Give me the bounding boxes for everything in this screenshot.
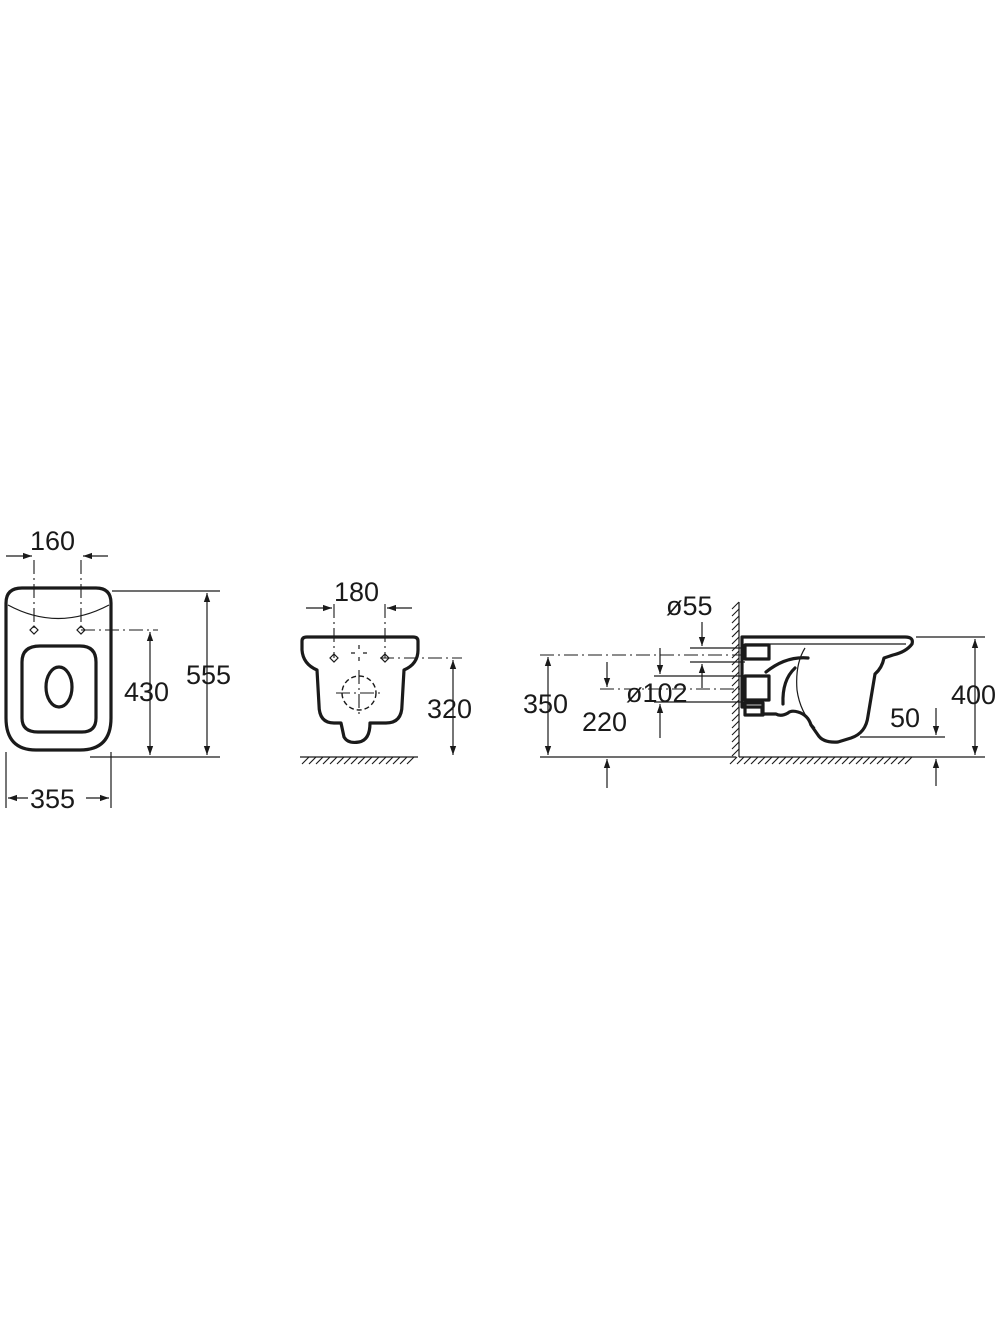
dim-430-label: 430 bbox=[124, 677, 169, 707]
hatch-mark bbox=[729, 756, 738, 765]
hatch-mark bbox=[799, 756, 808, 765]
hatch-mark bbox=[364, 756, 373, 765]
hatch-mark bbox=[731, 608, 740, 617]
hatch-mark bbox=[322, 756, 331, 765]
side-view-mount-block bbox=[743, 701, 765, 717]
hatch-mark bbox=[731, 741, 740, 750]
hatch-mark bbox=[301, 756, 310, 765]
hatch-mark bbox=[731, 664, 740, 673]
hatch-mark bbox=[806, 756, 815, 765]
hatch-mark bbox=[736, 756, 745, 765]
hatch-mark bbox=[750, 756, 759, 765]
top-view-hinge-hole-left bbox=[29, 625, 39, 635]
hatch-mark bbox=[855, 756, 864, 765]
hatch-mark bbox=[731, 629, 740, 638]
side-view-bowl-outline bbox=[740, 635, 914, 744]
side-view-floor-hatch bbox=[729, 756, 913, 765]
hatch-mark bbox=[336, 756, 345, 765]
hatch-mark bbox=[785, 756, 794, 765]
side-view-wall-hatch bbox=[731, 601, 740, 757]
hatch-mark bbox=[731, 713, 740, 722]
hatch-mark bbox=[343, 756, 352, 765]
hatch-mark bbox=[406, 756, 415, 765]
hatch-mark bbox=[890, 756, 899, 765]
hatch-mark bbox=[371, 756, 380, 765]
hatch-mark bbox=[862, 756, 871, 765]
side-view-trap-curve bbox=[764, 656, 810, 706]
hatch-mark bbox=[731, 699, 740, 708]
hatch-mark bbox=[731, 706, 740, 715]
top-view: 160 555 430 355 bbox=[4, 526, 231, 814]
top-view-bowl-hole bbox=[44, 665, 74, 709]
hatch-mark bbox=[897, 756, 906, 765]
hatch-mark bbox=[350, 756, 359, 765]
hatch-mark bbox=[778, 756, 787, 765]
hatch-mark bbox=[764, 756, 773, 765]
hatch-mark bbox=[731, 734, 740, 743]
dim-220-label: 220 bbox=[582, 707, 627, 737]
hatch-mark bbox=[731, 720, 740, 729]
hatch-mark bbox=[731, 636, 740, 645]
hatch-mark bbox=[883, 756, 892, 765]
hatch-mark bbox=[731, 685, 740, 694]
hatch-mark bbox=[315, 756, 324, 765]
hatch-mark bbox=[792, 756, 801, 765]
front-view-inlet bbox=[351, 645, 367, 661]
hatch-mark bbox=[731, 748, 740, 757]
hatch-mark bbox=[743, 756, 752, 765]
top-view-seat-opening bbox=[20, 644, 98, 734]
dim-180-label: 180 bbox=[334, 577, 379, 607]
hatch-mark bbox=[357, 756, 366, 765]
dim-355-label: 355 bbox=[30, 784, 75, 814]
dim-320-label: 320 bbox=[427, 694, 472, 724]
hatch-mark bbox=[869, 756, 878, 765]
hatch-mark bbox=[329, 756, 338, 765]
front-view-body-outline bbox=[300, 635, 420, 745]
dim-102-label: ø102 bbox=[626, 678, 688, 708]
hatch-mark bbox=[848, 756, 857, 765]
side-view-inlet-pipe bbox=[743, 643, 771, 661]
top-view-hinge-hole-right bbox=[76, 625, 86, 635]
hatch-mark bbox=[771, 756, 780, 765]
front-view-hole-left bbox=[329, 653, 339, 663]
hatch-mark bbox=[731, 692, 740, 701]
side-view: ø55 ø102 350 220 400 50 bbox=[523, 591, 996, 788]
hatch-mark bbox=[731, 622, 740, 631]
front-view-floor-hatch bbox=[301, 756, 415, 765]
top-view-bowl-outline bbox=[4, 586, 113, 752]
hatch-mark bbox=[308, 756, 317, 765]
hatch-mark bbox=[757, 756, 766, 765]
hatch-mark bbox=[399, 756, 408, 765]
dim-160-label: 160 bbox=[30, 526, 75, 556]
dim-400-label: 400 bbox=[951, 680, 996, 710]
front-view: 180 320 bbox=[300, 577, 472, 765]
hatch-mark bbox=[731, 727, 740, 736]
hatch-mark bbox=[876, 756, 885, 765]
front-view-hole-right bbox=[380, 653, 390, 663]
hatch-mark bbox=[820, 756, 829, 765]
hatch-mark bbox=[834, 756, 843, 765]
hatch-mark bbox=[731, 601, 740, 610]
hatch-mark bbox=[385, 756, 394, 765]
dim-50-label: 50 bbox=[890, 703, 920, 733]
dim-555-label: 555 bbox=[186, 660, 231, 690]
hatch-mark bbox=[731, 678, 740, 687]
hatch-mark bbox=[731, 615, 740, 624]
side-view-drain-pipe bbox=[743, 674, 771, 702]
hatch-mark bbox=[392, 756, 401, 765]
dim-55-label: ø55 bbox=[666, 591, 713, 621]
top-view-lid-curve bbox=[7, 604, 110, 619]
hatch-mark bbox=[827, 756, 836, 765]
hatch-mark bbox=[841, 756, 850, 765]
hatch-mark bbox=[904, 756, 913, 765]
dim-350-label: 350 bbox=[523, 689, 568, 719]
hatch-mark bbox=[813, 756, 822, 765]
front-view-drain-circle bbox=[341, 675, 377, 711]
hatch-mark bbox=[378, 756, 387, 765]
